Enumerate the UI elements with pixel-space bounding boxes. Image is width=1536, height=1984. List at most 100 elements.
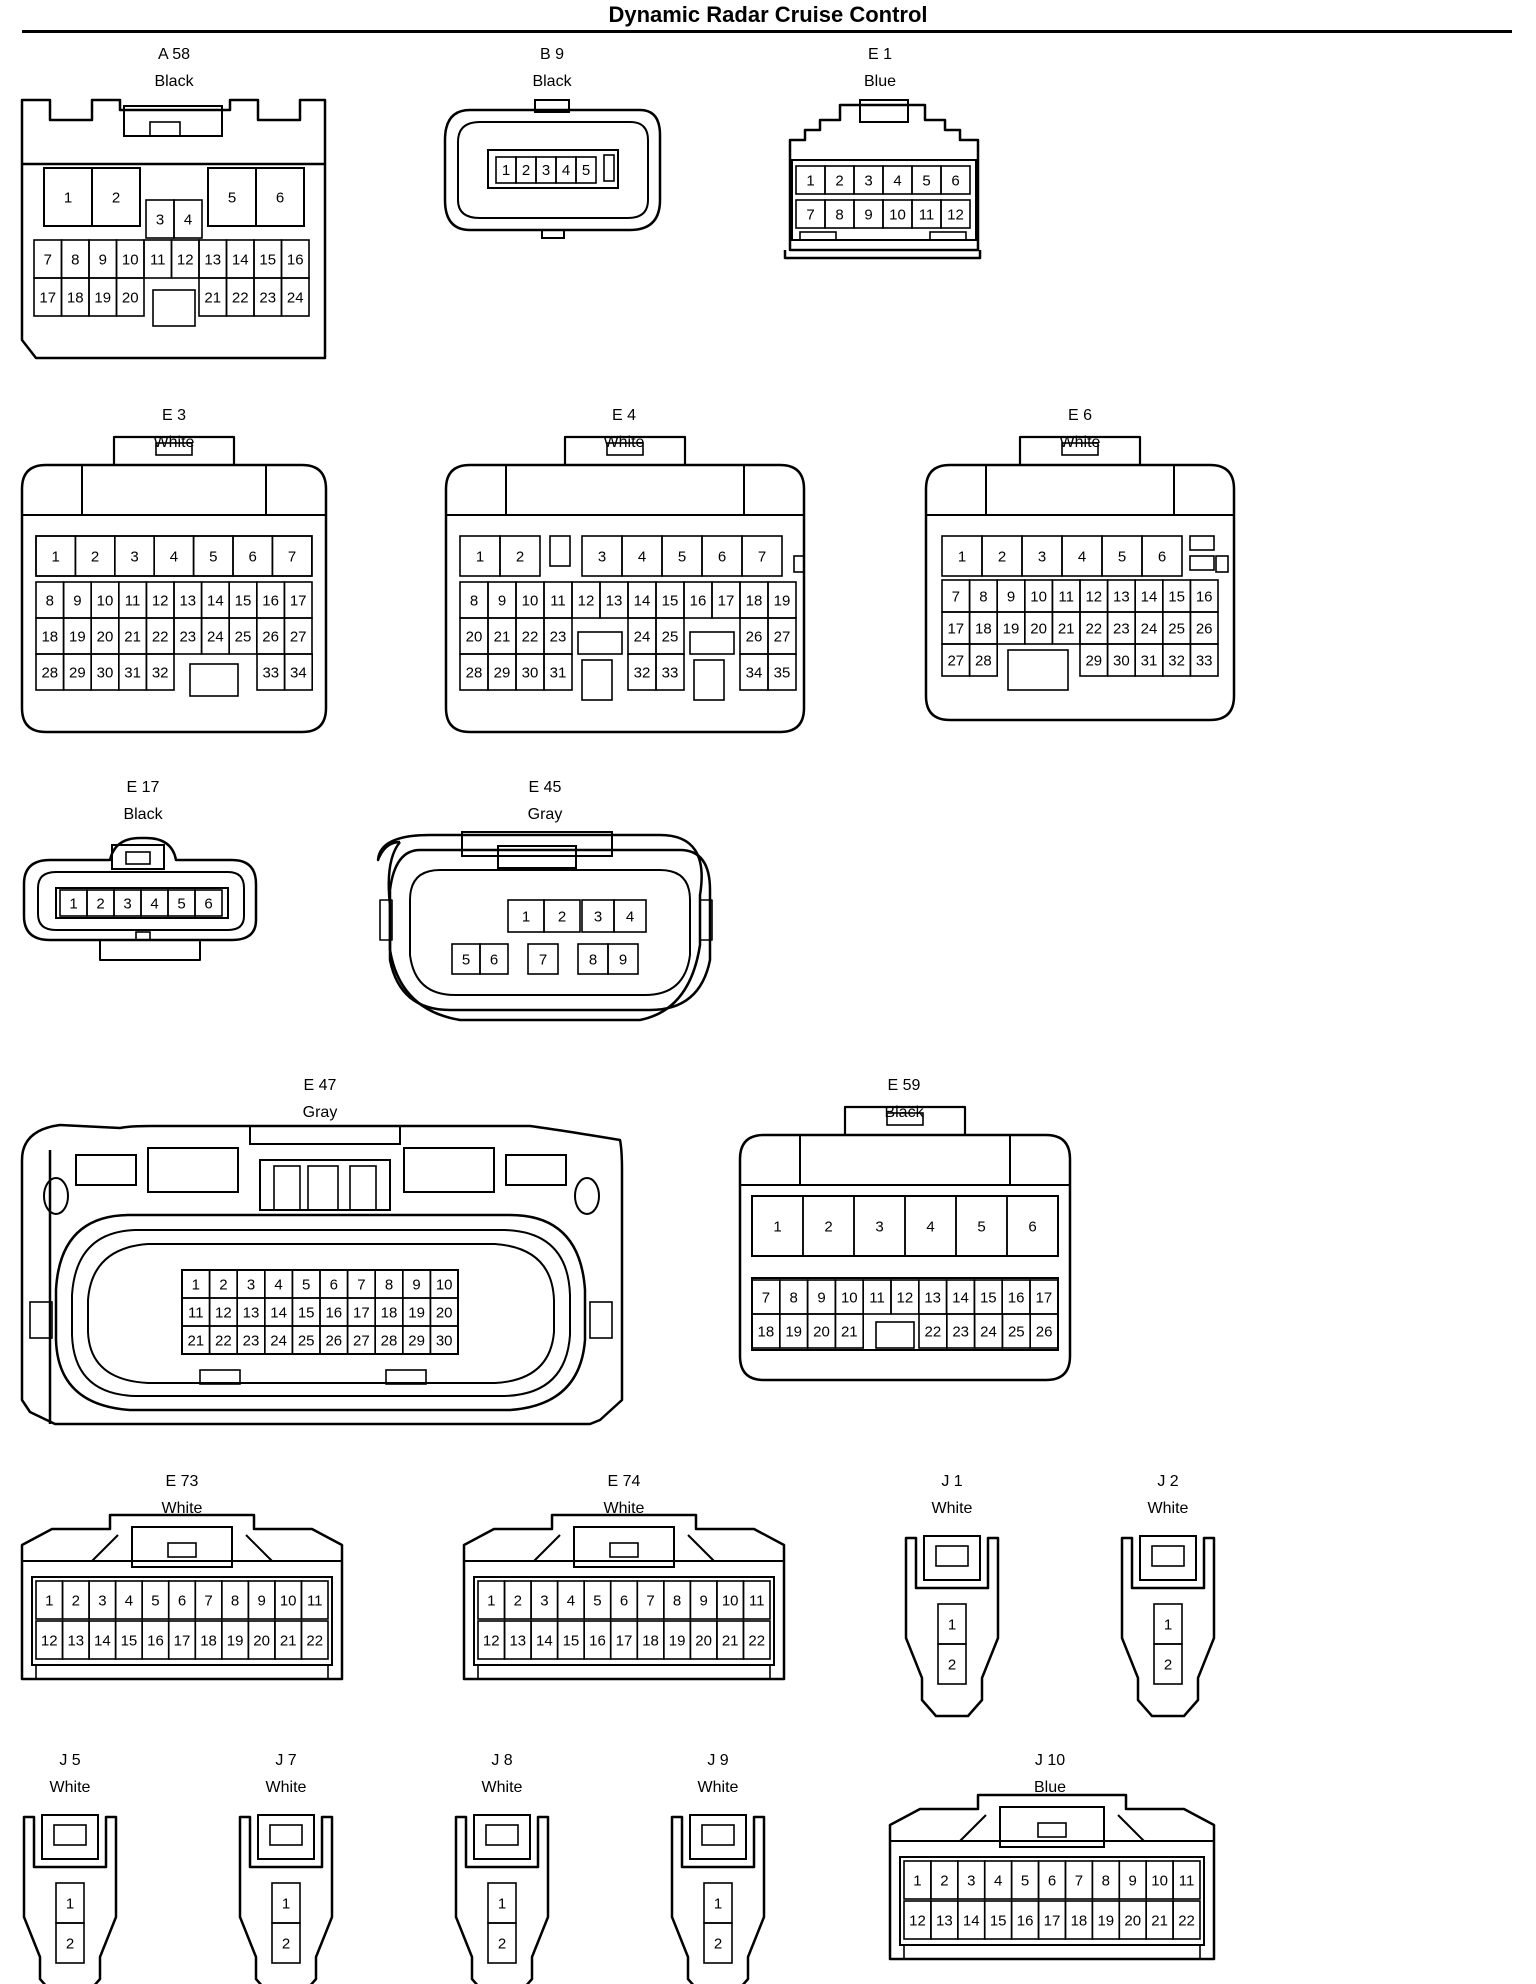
pin: 9	[1007, 588, 1015, 605]
connector-code: E 74	[608, 1473, 641, 1490]
pin: 31	[550, 664, 567, 681]
connector-color: White	[482, 1779, 523, 1796]
pin: 11	[550, 592, 566, 609]
pin: 1	[476, 548, 484, 565]
pin: 4	[170, 548, 178, 565]
connector-code: J 10	[1035, 1752, 1065, 1769]
pin: 9	[99, 251, 107, 268]
pin: 11	[749, 1592, 765, 1609]
pin: 8	[673, 1592, 681, 1609]
pin: 2	[112, 189, 120, 206]
pin: 7	[204, 1592, 212, 1609]
connector-color: Blue	[864, 73, 896, 90]
pin: 12	[1085, 588, 1102, 605]
pin: 13	[67, 1632, 84, 1649]
pin: 9	[257, 1592, 265, 1609]
pin: 24	[980, 1323, 997, 1340]
pin: 5	[582, 162, 590, 179]
pin: 3	[540, 1592, 548, 1609]
pin: 5	[209, 548, 217, 565]
pin: 19	[408, 1304, 425, 1321]
connector-color: White	[698, 1779, 739, 1796]
pin: 22	[748, 1632, 765, 1649]
pin: 10	[889, 206, 906, 223]
pin: 1	[69, 895, 77, 912]
pin: 6	[204, 895, 212, 912]
pin: 12	[177, 251, 194, 268]
pin: 29	[408, 1332, 425, 1349]
pin: 12	[483, 1632, 500, 1649]
pin: 4	[274, 1276, 282, 1293]
pin: 11	[1179, 1872, 1195, 1889]
pin: 10	[722, 1592, 739, 1609]
pin: 27	[947, 652, 964, 669]
pin: 20	[1030, 620, 1047, 637]
pin: 9	[412, 1276, 420, 1293]
connector-color: Blue	[1034, 1779, 1066, 1796]
pin: 23	[179, 628, 196, 645]
pin: 14	[963, 1912, 980, 1929]
connector-color: Black	[123, 806, 163, 823]
connector-color: Gray	[303, 1104, 338, 1121]
pin: 17	[616, 1632, 633, 1649]
pin: 9	[864, 206, 872, 223]
pin: 15	[298, 1304, 315, 1321]
pin: 6	[951, 172, 959, 189]
pin: 10	[97, 592, 114, 609]
pin: 31	[124, 664, 141, 681]
pin: 17	[1044, 1912, 1061, 1929]
pin: 16	[287, 251, 304, 268]
pin: 7	[758, 548, 766, 565]
pin: 3	[598, 548, 606, 565]
connector-code: J 1	[941, 1473, 962, 1490]
pin: 1	[64, 189, 72, 206]
pin: 1	[522, 908, 530, 925]
connector-code: E 59	[888, 1077, 921, 1094]
pin: 7	[806, 206, 814, 223]
title-rule	[22, 30, 1512, 33]
pin: 6	[1028, 1218, 1036, 1235]
connector-code: E 17	[127, 779, 160, 796]
connector-color: White	[162, 1500, 203, 1517]
pin: 14	[94, 1632, 111, 1649]
pin: 1	[714, 1895, 722, 1912]
pin: 20	[122, 289, 139, 306]
pin: 5	[151, 1592, 159, 1609]
pin: 24	[270, 1332, 287, 1349]
pin: 4	[562, 162, 570, 179]
pin: 4	[150, 895, 158, 912]
pin: 6	[1158, 548, 1166, 565]
pin: 14	[270, 1304, 287, 1321]
pin: 12	[947, 206, 964, 223]
pin: 3	[98, 1592, 106, 1609]
pin: 22	[522, 628, 539, 645]
pin: 6	[249, 548, 257, 565]
pin: 12	[909, 1912, 926, 1929]
pin: 26	[1036, 1323, 1053, 1340]
connector-color: White	[932, 1500, 973, 1517]
pin: 7	[1075, 1872, 1083, 1889]
pin: 3	[864, 172, 872, 189]
pin: 18	[975, 620, 992, 637]
pin: 30	[522, 664, 539, 681]
pin: 26	[262, 628, 279, 645]
pin: 22	[1178, 1912, 1195, 1929]
pin: 2	[998, 548, 1006, 565]
pin: 11	[307, 1592, 323, 1609]
pin: 24	[207, 628, 224, 645]
pin: 32	[634, 664, 651, 681]
pin: 4	[994, 1872, 1002, 1889]
pin: 19	[669, 1632, 686, 1649]
pin: 1	[52, 548, 60, 565]
pin: 14	[634, 592, 651, 609]
pin: 8	[790, 1289, 798, 1306]
pin: 26	[1196, 620, 1213, 637]
pin: 6	[490, 951, 498, 968]
